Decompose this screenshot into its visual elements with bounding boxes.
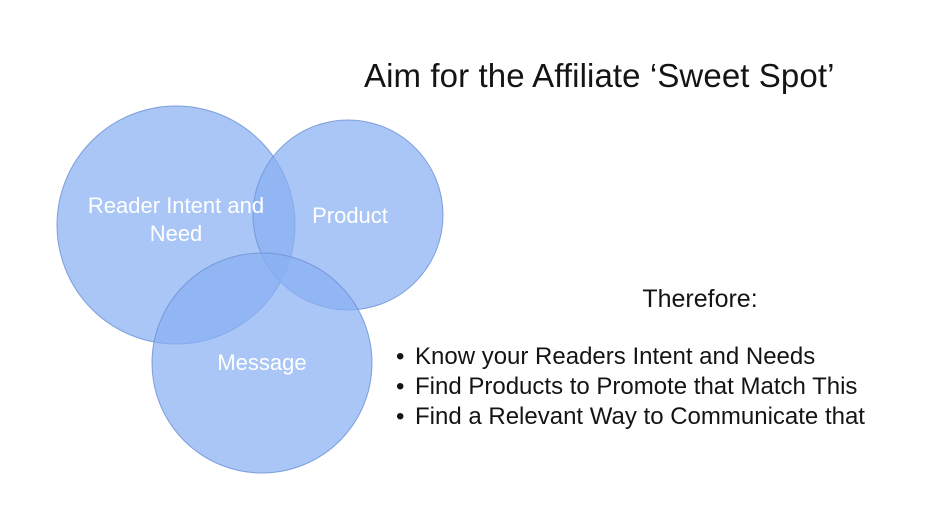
venn-circle-message	[151, 252, 373, 474]
page-title: Aim for the Affiliate ‘Sweet Spot’	[364, 57, 835, 95]
list-item: Find Products to Promote that Match This	[396, 372, 926, 402]
conclusion-bullet-list: Know your Readers Intent and Needs Find …	[396, 342, 926, 432]
venn-circle-group	[56, 105, 444, 474]
venn-label-message: Message	[217, 350, 306, 375]
venn-diagram: Reader Intent and Need Product Message	[40, 95, 480, 490]
list-item: Know your Readers Intent and Needs	[396, 342, 926, 372]
venn-label-product: Product	[312, 203, 388, 228]
conclusion-heading: Therefore:	[642, 285, 758, 313]
venn-label-reader-intent-line2: Need	[150, 221, 203, 246]
venn-label-group: Reader Intent and Need Product Message	[88, 193, 388, 375]
venn-label-reader-intent-line1: Reader Intent and	[88, 193, 264, 218]
list-item: Find a Relevant Way to Communicate that	[396, 402, 926, 432]
